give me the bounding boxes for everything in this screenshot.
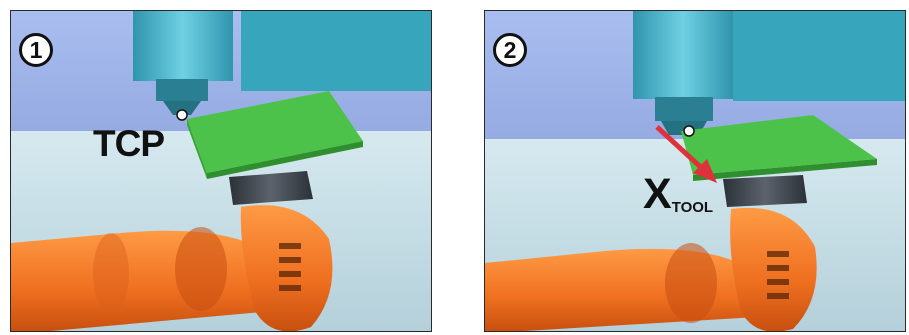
x-tool-label: XTOOL (643, 173, 713, 216)
panel-1: 1 TCP (10, 10, 432, 332)
step-number-badge: 2 (493, 33, 527, 67)
tool-flange (229, 171, 313, 205)
spindle-nose (156, 79, 208, 101)
tcp-point (684, 126, 694, 136)
machine-beam (241, 11, 431, 91)
x-tool-label-main: X (643, 170, 672, 218)
scene-1 (11, 11, 431, 331)
spindle-body (133, 11, 233, 81)
machine-beam (733, 11, 905, 101)
scene-2 (485, 11, 905, 331)
spindle-nose (655, 97, 713, 121)
step-number-badge: 1 (19, 33, 53, 67)
x-tool-label-sub: TOOL (672, 199, 713, 216)
tcp-point (177, 110, 187, 120)
tcp-label: TCP (93, 123, 164, 165)
tool-flange (723, 175, 807, 207)
spindle-body (633, 11, 733, 99)
panel-2: 2 XTOOL (484, 10, 906, 332)
